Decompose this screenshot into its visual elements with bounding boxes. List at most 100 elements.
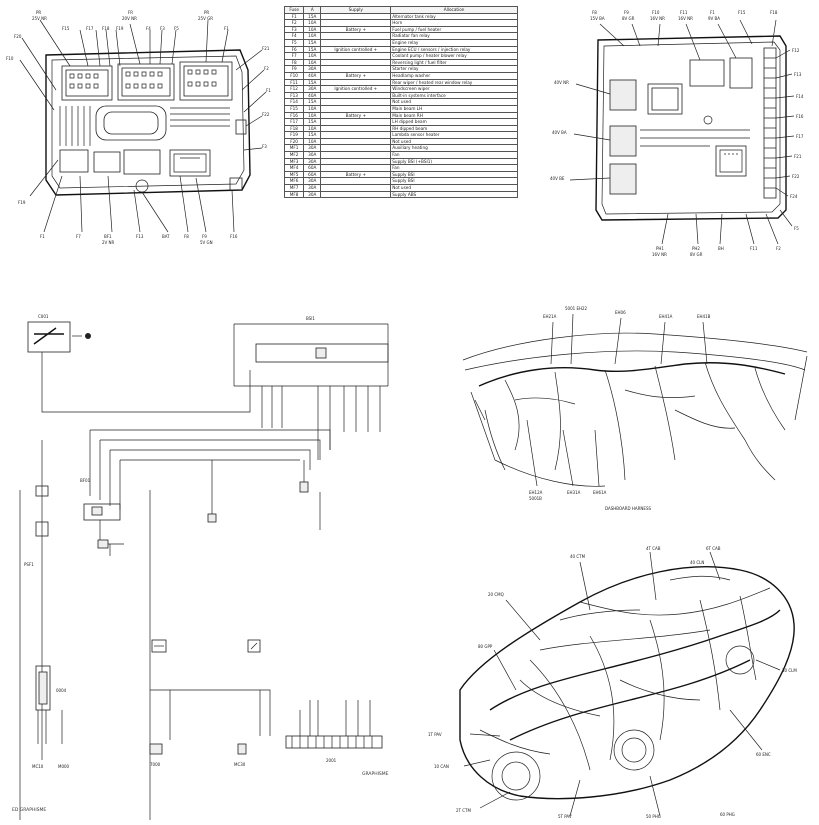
fusebox-left-right-label: F21 bbox=[262, 46, 270, 51]
cell-allocation: Alternator tank relay bbox=[390, 12, 518, 21]
fusebox-left-bottom-label: F16 bbox=[230, 234, 238, 239]
bsi-top-label: F10 bbox=[652, 10, 660, 15]
cell-allocation: Rear wiper / heated rear window relay bbox=[390, 78, 518, 87]
ground-icon bbox=[85, 333, 91, 339]
dash-label: 5001B bbox=[529, 496, 542, 501]
schematic-footer-right: GRAPHISME bbox=[362, 772, 389, 777]
cell-supply bbox=[320, 91, 392, 100]
bsi-right-label: F5 bbox=[794, 226, 799, 231]
cell-fuse: MF3 bbox=[283, 157, 305, 166]
cell-allocation: Fuel pump / fuel heater bbox=[390, 25, 518, 34]
label-mc30: MC30 bbox=[234, 762, 246, 767]
bsi-top-label: F11 bbox=[680, 10, 688, 15]
label-2001: 2001 bbox=[326, 758, 337, 763]
dash-label: 5001 EH22 bbox=[565, 306, 588, 311]
cell-fuse: F4 bbox=[283, 32, 305, 40]
cell-fuse: F14 bbox=[283, 98, 305, 106]
fusebox-left-right-label: F22 bbox=[262, 112, 270, 117]
cell-supply bbox=[320, 65, 392, 73]
fuse-icon bbox=[91, 506, 103, 516]
car-label: 50 PHG bbox=[646, 814, 661, 819]
connector-icon bbox=[35, 485, 49, 497]
fusebox-left-top-label: F18 bbox=[102, 26, 110, 31]
cell-allocation: Coolant pump / heater blower relay bbox=[390, 52, 518, 60]
cell-fuse: F16 bbox=[283, 111, 305, 120]
bsi-bottom-label: F11 bbox=[750, 246, 758, 251]
cell-supply bbox=[320, 52, 392, 60]
dash-label: EH06 bbox=[615, 310, 626, 315]
cell-amps: 40A bbox=[303, 71, 322, 80]
cell-fuse: F10 bbox=[283, 71, 305, 80]
car-label: 40 CTM bbox=[570, 554, 586, 559]
cell-supply bbox=[320, 144, 392, 153]
fuse-icon bbox=[97, 539, 109, 549]
fuse-row bbox=[59, 105, 230, 146]
fusebox-left-bottom-label: BAT bbox=[162, 234, 170, 239]
cell-allocation: Engine ECU / sensors / injection relay bbox=[390, 45, 518, 54]
bsi-bottom-sub: 8V GR bbox=[690, 252, 703, 257]
cell-supply bbox=[320, 12, 392, 21]
cell-supply bbox=[320, 19, 392, 27]
cell-supply: Battery + bbox=[320, 111, 392, 120]
fusebox-left-top-label: F3 bbox=[160, 26, 165, 31]
cell-fuse: F20 bbox=[283, 137, 305, 146]
cell-amps: 30A bbox=[303, 157, 322, 166]
cell-allocation: Windscreen wiper bbox=[390, 85, 518, 93]
bsi-left-label: 40V BE bbox=[550, 176, 565, 181]
cell-allocation: Main beam RH bbox=[390, 111, 518, 120]
fusebox-left-bottom-label: F13 bbox=[136, 234, 144, 239]
cell-amps: 15A bbox=[303, 38, 322, 47]
cell-supply: Battery + bbox=[320, 25, 392, 34]
bsi-top-label: F18 bbox=[770, 10, 778, 15]
cell-supply bbox=[320, 38, 392, 47]
fusebox-left-top-sub: 25V GR bbox=[198, 16, 213, 21]
cell-supply bbox=[320, 190, 392, 199]
cell-supply bbox=[320, 118, 392, 126]
switch-icon bbox=[247, 639, 261, 653]
fusebox-left-top-sub: 20V NR bbox=[122, 16, 137, 21]
car-label: 20 CMQ bbox=[488, 592, 504, 597]
label-c001: C001 bbox=[38, 314, 49, 319]
cell-supply bbox=[320, 151, 392, 159]
cell-fuse: F11 bbox=[283, 78, 305, 87]
cell-allocation: Lambda sensor heater bbox=[390, 131, 518, 139]
cell-allocation: Horn bbox=[390, 19, 518, 27]
cell-fuse: MF7 bbox=[283, 184, 305, 192]
fusebox-left-top-label: F19 bbox=[116, 26, 124, 31]
fusebox-left-top-label: F17 bbox=[86, 26, 94, 31]
fusebox-left-right-label: F3 bbox=[262, 144, 267, 149]
wiring-schematic-svg: C001 BSI1 BF01 PSF1 0004 MC10 bbox=[19, 314, 389, 820]
fusebox-left-top-label: F15 bbox=[62, 26, 70, 31]
cell-supply bbox=[320, 184, 392, 192]
col-header-supply: Supply bbox=[320, 6, 392, 14]
fusebox-left-bottom-sub: 5V GN bbox=[200, 240, 213, 245]
cell-amps: 10A bbox=[303, 25, 322, 34]
connector-40v-nr bbox=[609, 79, 637, 111]
cell-supply bbox=[320, 131, 392, 139]
vehicle-harness-svg: 40 CTM 4T CAB 6T CAB 20 CMQ 80 GPP 30 CL… bbox=[428, 546, 797, 819]
cell-amps: 10A bbox=[303, 19, 322, 27]
connector-40v-ba bbox=[609, 125, 637, 157]
label-0004: 0004 bbox=[56, 688, 67, 693]
fusebox-left-top-label: F1 bbox=[224, 26, 229, 31]
cell-amps: 30A bbox=[303, 144, 322, 153]
dash-label: EH12A bbox=[529, 490, 543, 495]
engine-fusebox-diagram: PR 25V NR F15 F17 F18 F19 FR 20V NR F4 F… bbox=[0, 0, 280, 260]
car-label: 60 PHG bbox=[720, 812, 735, 817]
col-header-allocation: Allocation bbox=[390, 6, 518, 14]
cell-supply bbox=[320, 58, 392, 67]
cell-fuse: F5 bbox=[283, 38, 305, 47]
cell-allocation: Starter relay bbox=[390, 65, 518, 73]
wheel-rear bbox=[613, 729, 655, 771]
fusebox-left-bottom-label: F8 bbox=[184, 234, 189, 239]
relay-icon bbox=[315, 347, 327, 359]
